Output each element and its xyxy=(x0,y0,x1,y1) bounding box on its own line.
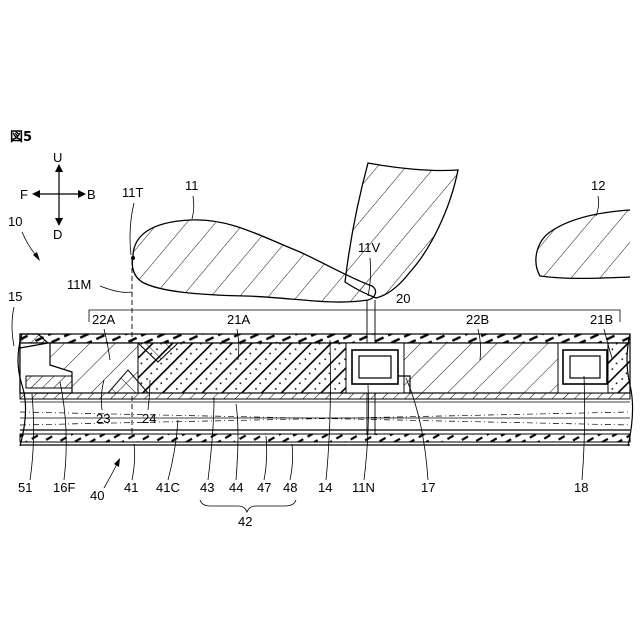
ref-51: 51 xyxy=(18,480,32,495)
ref-10: 10 xyxy=(8,214,40,261)
object-12 xyxy=(536,210,630,278)
ref-21B: 21B xyxy=(590,312,613,327)
direction-compass: U D F B xyxy=(20,150,96,242)
ref-41C: 41C xyxy=(156,480,180,495)
ref-22B: 22B xyxy=(466,312,489,327)
foot-11 xyxy=(131,220,375,302)
sole-structure xyxy=(18,334,633,446)
ref-21A: 21A xyxy=(227,312,250,327)
ref-11T: 11T xyxy=(122,185,143,200)
dir-down-label: D xyxy=(53,227,62,242)
ref-11: 11 xyxy=(185,178,199,193)
svg-text:42: 42 xyxy=(238,514,252,529)
ref-44: 44 xyxy=(229,480,243,495)
ref-41: 41 xyxy=(124,480,138,495)
ref-40: 40 xyxy=(90,488,104,503)
ref-47: 47 xyxy=(257,480,271,495)
ref-11N: 11N xyxy=(352,480,375,495)
ref-11V: 11V xyxy=(358,240,380,255)
ref-22A: 22A xyxy=(92,312,115,327)
svg-text:10: 10 xyxy=(8,214,22,229)
ref-17: 17 xyxy=(421,480,435,495)
bracket-42: 42 xyxy=(200,500,296,529)
dir-up-label: U xyxy=(53,150,62,165)
ref-18: 18 xyxy=(574,480,588,495)
ref-24: 24 xyxy=(142,411,156,426)
ref-11M: 11M xyxy=(67,277,91,292)
ref-43: 43 xyxy=(200,480,214,495)
ref-15: 15 xyxy=(8,289,22,304)
dir-front-label: F xyxy=(20,187,28,202)
ref-16F: 16F xyxy=(53,480,75,495)
ref-48: 48 xyxy=(283,480,297,495)
figure-title: 図5 xyxy=(10,130,32,145)
svg-text:20: 20 xyxy=(396,291,410,306)
ref-14: 14 xyxy=(318,480,332,495)
leg-upper xyxy=(345,163,458,298)
ref-23: 23 xyxy=(96,411,110,426)
dir-back-label: B xyxy=(87,187,96,202)
ref-12: 12 xyxy=(591,178,605,193)
